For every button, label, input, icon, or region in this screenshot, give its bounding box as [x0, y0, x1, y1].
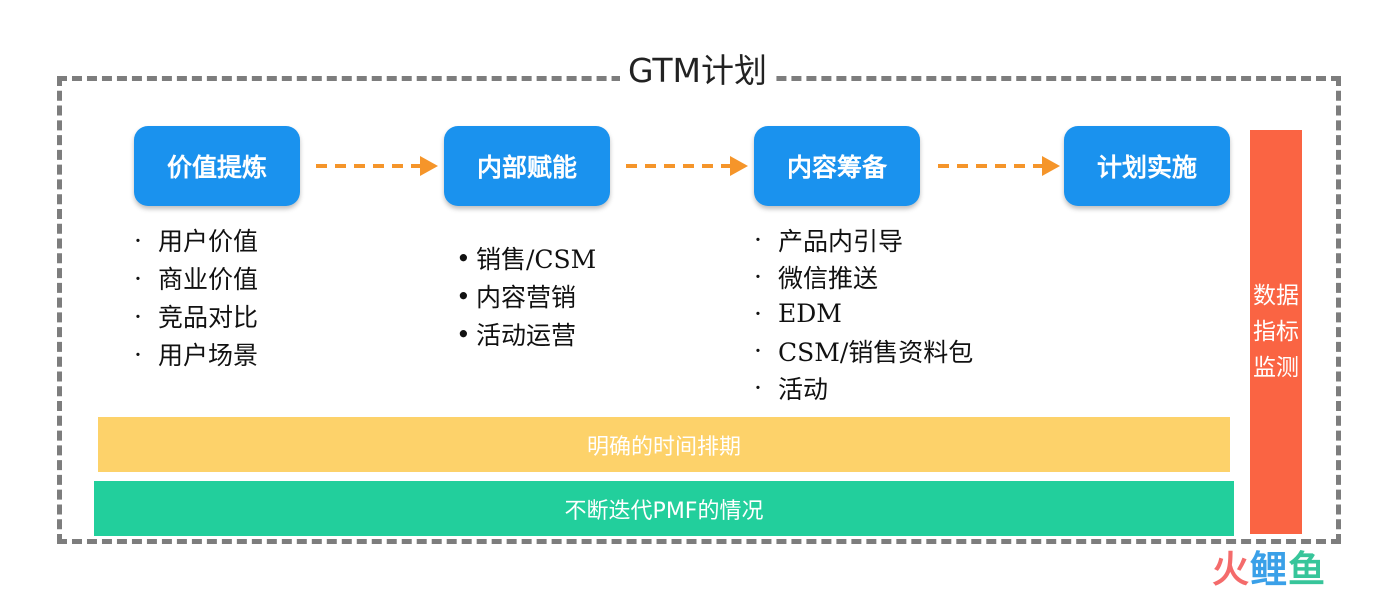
list-item: •活动运营 — [456, 319, 577, 351]
list-item: ·微信推送 — [754, 262, 879, 293]
bullets-value-refinement: ·用户价值 ·商业价值 ·竞品对比 ·用户场景 — [134, 221, 258, 373]
step-plan-execution: 计划实施 — [1064, 126, 1230, 206]
step-internal-enablement: 内部赋能 — [444, 126, 610, 206]
bullets-internal-enablement: •销售/CSM •内容营销 •活动运营 — [456, 239, 596, 353]
list-item: ·活动 — [754, 373, 829, 404]
watermark-logo: 火鲤鱼 — [1212, 548, 1326, 591]
dashed-arrow-icon — [316, 156, 438, 176]
step-value-refinement: 价值提炼 — [134, 126, 300, 206]
list-item: ·用户价值 — [134, 225, 259, 257]
data-monitoring-label: 数据指标监测 — [1253, 283, 1299, 381]
data-monitoring-bar: 数据指标监测 — [1250, 130, 1302, 534]
dashed-arrow-icon — [938, 156, 1060, 176]
list-item: ·用户场景 — [134, 339, 259, 371]
bullets-content-preparation: ·产品内引导 ·微信推送 ·EDM ·CSM/销售资料包 ·活动 — [754, 221, 973, 406]
list-item: •销售/CSM — [456, 243, 597, 275]
list-item: ·产品内引导 — [754, 225, 904, 256]
list-item: ·竞品对比 — [134, 301, 259, 333]
list-item: ·商业价值 — [134, 263, 259, 295]
list-item: •内容营销 — [456, 281, 577, 313]
timeline-band: 明确的时间排期 — [98, 417, 1230, 472]
step-content-preparation: 内容筹备 — [754, 126, 920, 206]
list-item: ·CSM/销售资料包 — [754, 336, 974, 367]
diagram-title: GTM计划 — [620, 51, 776, 91]
dashed-arrow-icon — [626, 156, 748, 176]
pmf-iteration-band: 不断迭代PMF的情况 — [94, 481, 1234, 536]
list-item: ·EDM — [754, 299, 842, 328]
